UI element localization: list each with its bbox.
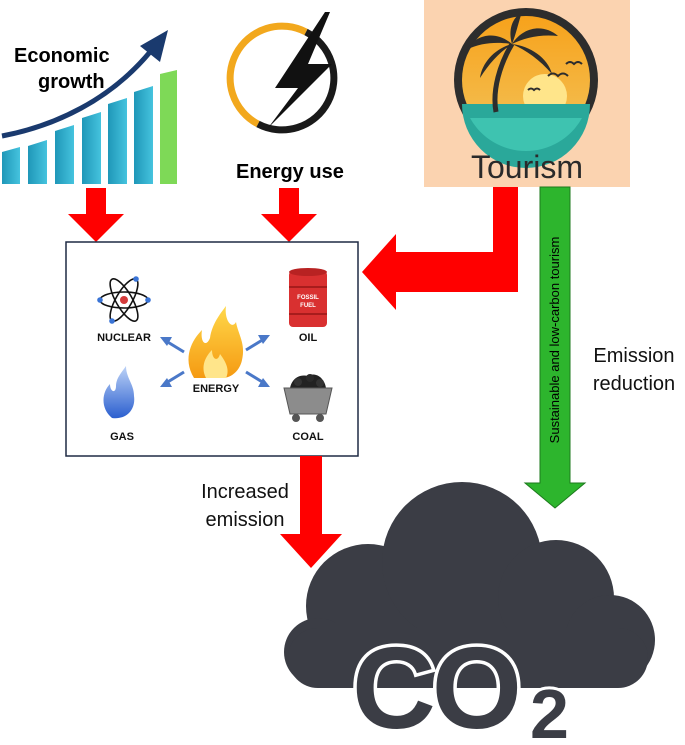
- bar-chart-icon: [2, 70, 177, 184]
- arrowhead-oil-icon: [258, 335, 270, 344]
- cloud-icon: [284, 482, 655, 688]
- growth-arrow-icon: [1, 50, 152, 139]
- arrow-growth-to-energy: [68, 188, 124, 242]
- tourism-node: Tourism: [424, 0, 630, 187]
- arrow-energyuse-to-energy: [261, 188, 317, 242]
- arrow-to-nuclear-icon: [165, 339, 185, 354]
- economic-growth-label-2: growth: [38, 71, 105, 93]
- increased-emission-label-1: Increased: [201, 481, 289, 503]
- energy-ring-dark-icon: [256, 28, 338, 134]
- energy-use-label: Energy use: [236, 161, 344, 183]
- energy-flame-icon: [188, 306, 244, 378]
- beach-icon: [454, 8, 598, 168]
- increased-emission-label-2: emission: [206, 509, 285, 531]
- energy-ring-orange-icon: [226, 22, 308, 128]
- oil-barrel-icon: FOSSIL FUEL: [289, 268, 327, 327]
- arrow-to-coal-icon: [245, 370, 265, 385]
- arrow-to-gas-icon: [165, 370, 185, 385]
- co2-cloud-node: CO 2: [284, 482, 655, 745]
- arrow-tourism-to-energy: [362, 187, 518, 310]
- economic-growth-node: Economic growth: [1, 30, 177, 184]
- co2-subscript: 2: [530, 675, 569, 745]
- lightning-bolt-icon: [268, 12, 332, 128]
- oil-barrel-text-2: FUEL: [300, 303, 316, 309]
- energy-label: ENERGY: [193, 383, 240, 395]
- arrow-energy-to-co2: [280, 456, 342, 568]
- gas-flame-icon: [103, 366, 135, 419]
- co2-letters: CO: [352, 623, 518, 745]
- economic-growth-label-1: Economic: [14, 45, 110, 67]
- energy-sources-box: NUCLEAR FOSSIL FUEL OIL ENERGY: [65, 241, 359, 457]
- arrowhead-nuclear-icon: [160, 337, 172, 346]
- energy-direction-arrows: [160, 335, 270, 387]
- gas-label: GAS: [110, 431, 134, 443]
- tourism-label: Tourism: [471, 149, 583, 185]
- emission-reduction-label-2: reduction: [593, 373, 675, 395]
- growth-arrowhead-icon: [140, 30, 168, 62]
- nuclear-label: NUCLEAR: [97, 332, 151, 344]
- nuclear-atom-icon: [97, 276, 151, 324]
- arrowhead-coal-icon: [258, 378, 270, 387]
- oil-label: OIL: [299, 332, 318, 344]
- sustainable-tourism-label: Sustainable and low-carbon tourism: [547, 237, 562, 444]
- arrow-to-oil-icon: [245, 337, 265, 352]
- sustainable-tourism-edge: Sustainable and low-carbon tourism: [523, 186, 587, 509]
- oil-barrel-text-1: FOSSIL: [297, 295, 319, 301]
- emission-reduction-label-1: Emission: [593, 345, 674, 367]
- arrowhead-gas-icon: [160, 378, 172, 387]
- coal-cart-icon: [283, 374, 333, 422]
- coal-label: COAL: [292, 431, 323, 443]
- energy-use-node: Energy use: [226, 12, 344, 183]
